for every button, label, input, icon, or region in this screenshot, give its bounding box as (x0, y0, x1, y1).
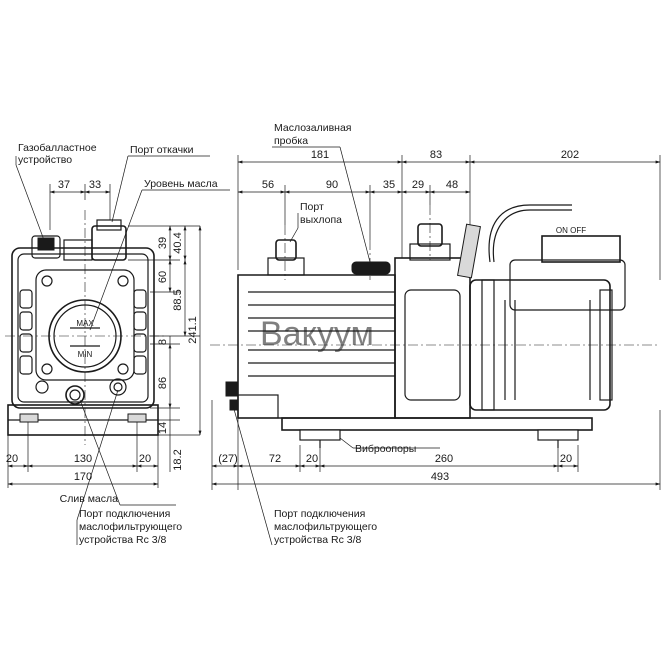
dim-86: 86 (157, 377, 169, 389)
gas-ballast-label-1: Газобалластное (18, 142, 97, 154)
filter-port-left-3: устройства Rc 3/8 (79, 534, 167, 546)
dim-493: 493 (431, 471, 449, 483)
dim-170: 170 (74, 471, 92, 483)
dim-37: 37 (58, 179, 70, 191)
filter-port-left-1: Порт подключения (79, 508, 170, 520)
exhaust-label-1: Порт (300, 201, 324, 213)
dim-27: (27) (218, 453, 238, 465)
oil-fill-label-2: пробка (274, 135, 308, 147)
dim-20-right-2: 20 (560, 453, 572, 465)
dim-181: 181 (311, 149, 329, 161)
filter-port-left-2: маслофильтрующего (79, 521, 182, 533)
filter-port-right-2: маслофильтрующего (274, 521, 377, 533)
side-view: Вакуум ON OFF (210, 204, 660, 448)
exhaust-label-2: выхлопа (300, 214, 342, 226)
front-callouts: Газобалластное устройство Порт откачки У… (15, 142, 230, 546)
dim-20-left-2: 20 (139, 453, 151, 465)
dim-35: 35 (383, 179, 395, 191)
dim-130: 130 (74, 453, 92, 465)
switch-label: ON OFF (556, 226, 586, 235)
dim-60: 60 (157, 271, 169, 283)
pump-port-label: Порт откачки (130, 144, 194, 156)
dim-83: 83 (430, 149, 442, 161)
dim-90: 90 (326, 179, 338, 191)
dim-88-5: 88.5 (172, 289, 184, 310)
dim-33: 33 (89, 179, 101, 191)
dim-48: 48 (446, 179, 458, 191)
oil-drain-label: Слив масла (60, 493, 119, 505)
oil-level-label: Уровень масла (144, 178, 218, 190)
dim-40-4: 40.4 (172, 232, 184, 253)
dim-241-1: 241.1 (187, 316, 199, 344)
gas-ballast-label-2: устройство (18, 154, 72, 166)
watermark-text: Вакуум (260, 315, 374, 353)
side-dimensions: 181 83 202 56 90 35 29 48 (27) 72 20 260… (211, 149, 661, 490)
dim-56: 56 (262, 179, 274, 191)
dim-260: 260 (435, 453, 453, 465)
dim-20-right-1: 20 (306, 453, 318, 465)
max-label: MAX (76, 319, 94, 328)
front-view: MAX MIN (5, 210, 165, 445)
filter-port-right-1: Порт подключения (274, 508, 365, 520)
dim-39: 39 (157, 237, 169, 249)
dim-18-2: 18.2 (172, 449, 184, 470)
dim-14: 14 (157, 422, 169, 434)
side-callouts: Маслозаливная пробка Порт выхлопа Виброо… (231, 122, 440, 546)
vibration-mounts-label: Виброопоры (355, 443, 416, 455)
dim-29: 29 (412, 179, 424, 191)
dim-202: 202 (561, 149, 579, 161)
filter-port-right-3: устройства Rc 3/8 (274, 534, 362, 546)
dim-8: 8 (157, 339, 169, 345)
oil-fill-label-1: Маслозаливная (274, 122, 351, 134)
dim-72: 72 (269, 453, 281, 465)
dim-20-left-1: 20 (6, 453, 18, 465)
front-dimensions: 37 33 39 40.4 60 88.5 8 241.1 86 14 18.2 (6, 179, 202, 488)
